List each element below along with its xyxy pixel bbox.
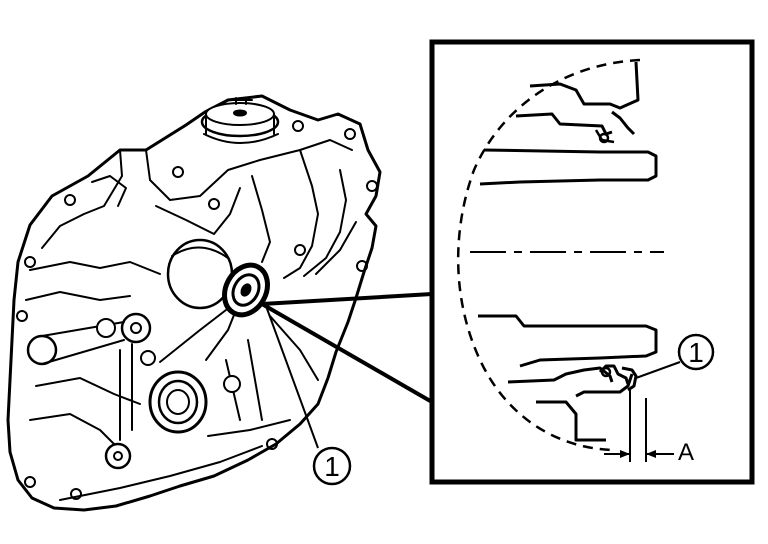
dimension-label-a: A [678,439,694,466]
oil-seal [222,262,270,318]
detail-callout-number: 1 [688,337,704,368]
detail-callout-leader [635,361,681,379]
main-callout-number: 1 [324,451,340,482]
transaxle-case-drawing [6,94,382,512]
main-callout-leader [265,305,319,449]
detail-connector [261,292,433,404]
detail-boundary-arc [456,58,641,452]
detail-view: A 1 [429,39,755,485]
